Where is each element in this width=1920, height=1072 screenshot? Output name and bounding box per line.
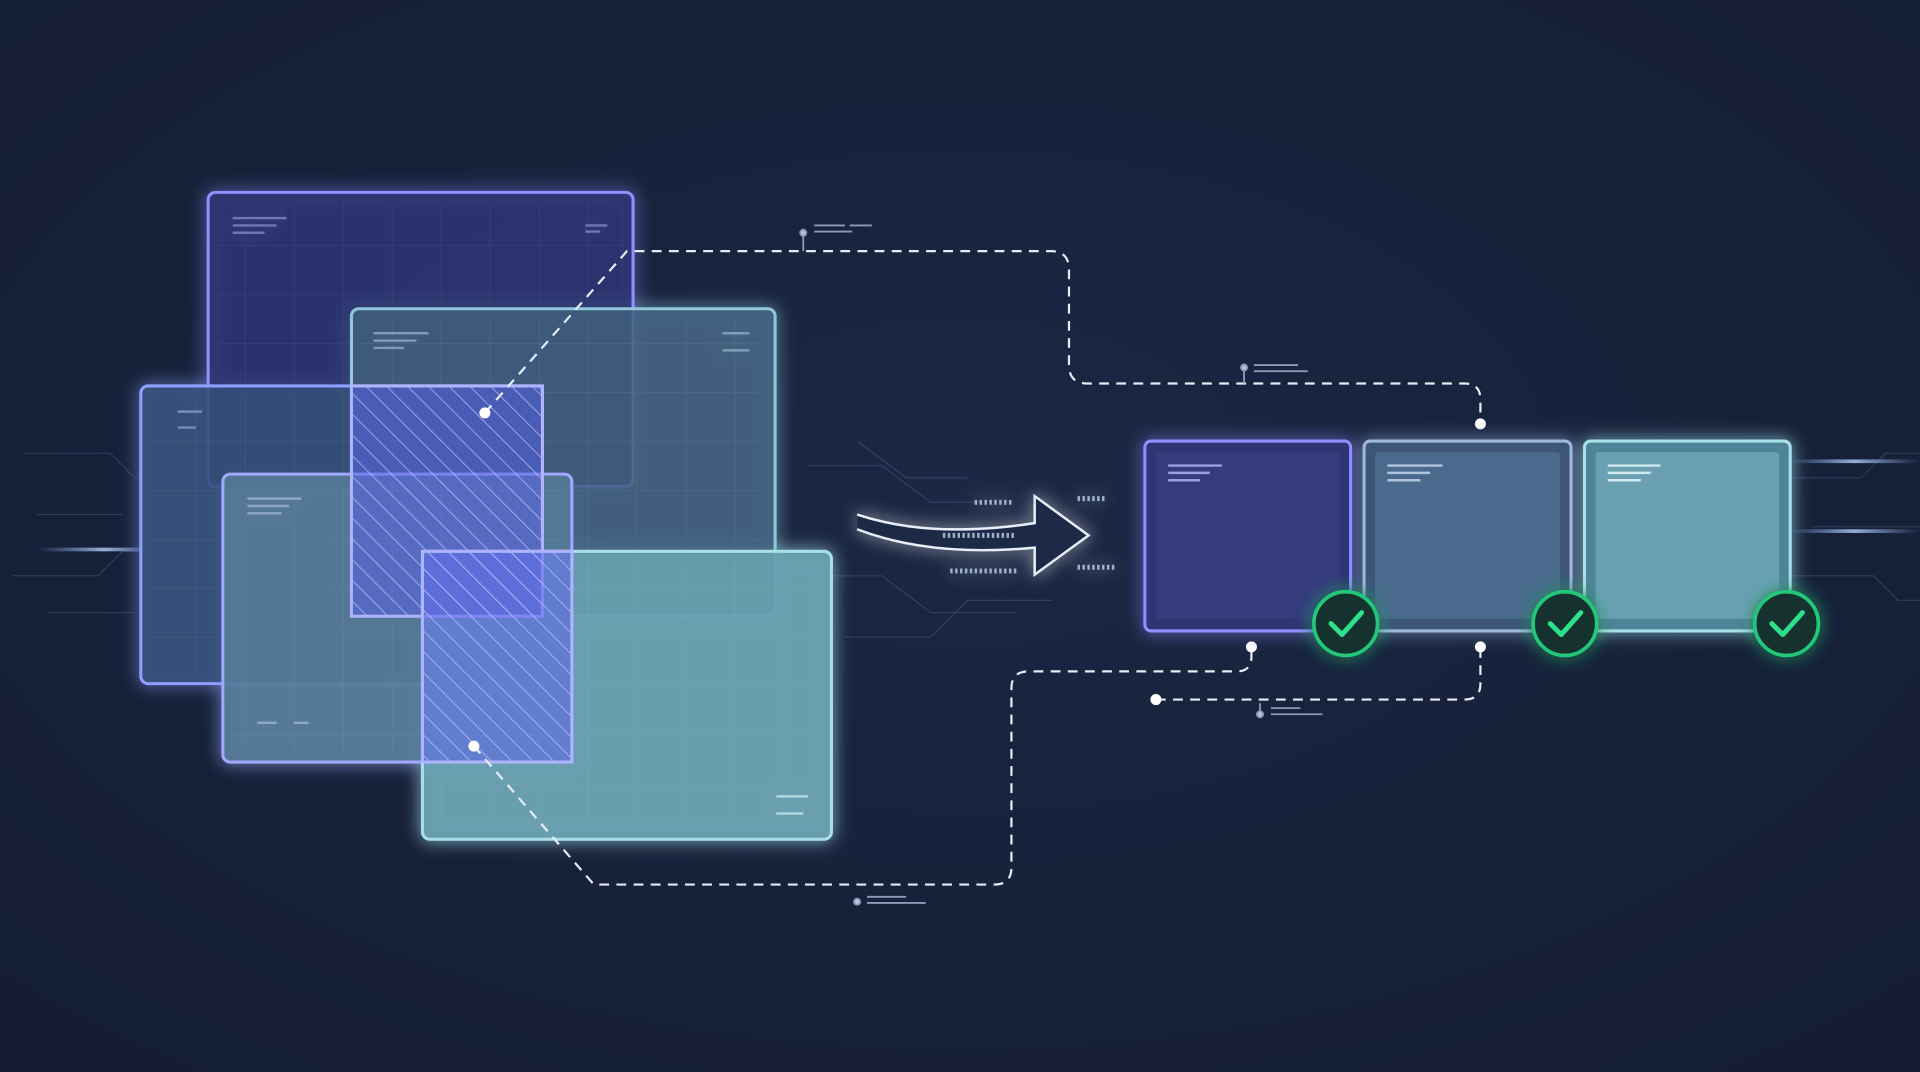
circuit-traces	[12, 440, 1920, 638]
result-panel-2	[1362, 439, 1573, 633]
light-streak-right-1	[1787, 459, 1920, 464]
arrow-right-icon	[856, 493, 1117, 577]
check-circle-icon	[1752, 589, 1821, 658]
connector-bottom-2	[1155, 646, 1482, 701]
light-streak-left	[36, 547, 172, 552]
connector-labels	[799, 224, 1323, 906]
light-streak-right-2	[1787, 529, 1920, 533]
connector-top	[484, 250, 1482, 424]
connector-bottom	[473, 646, 1253, 886]
result-panel-1	[1143, 439, 1353, 633]
check-circle-icon	[1312, 589, 1380, 658]
connectors	[473, 250, 1482, 886]
overlap-region-2	[420, 549, 574, 764]
source-panels	[139, 190, 833, 841]
result-panel-3	[1582, 439, 1792, 633]
result-panels	[1143, 439, 1792, 633]
connector-nodes	[468, 407, 1486, 752]
status-checks	[1312, 589, 1821, 658]
check-circle-icon	[1531, 589, 1599, 658]
